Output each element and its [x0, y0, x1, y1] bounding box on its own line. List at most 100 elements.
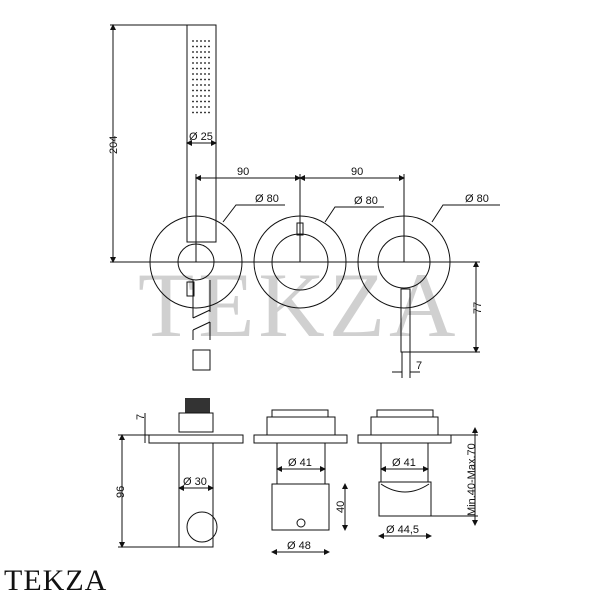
label-spacing-1: 90	[237, 166, 249, 178]
label-7-plate: 7	[135, 414, 147, 420]
nozzle-dot	[200, 51, 202, 53]
nozzle-dot	[204, 73, 206, 75]
nozzle-dot	[208, 84, 210, 86]
brand-logo: TEKZA	[4, 564, 108, 597]
nozzle-dot	[200, 62, 202, 64]
label-d44-5: Ø 44,5	[386, 524, 419, 536]
nozzle-dot	[200, 84, 202, 86]
dimension-handshower-diameter: Ø 25	[186, 131, 217, 146]
nozzle-dot	[196, 73, 198, 75]
label-d48: Ø 48	[287, 540, 311, 552]
nozzle-dot	[204, 78, 206, 81]
nozzle-dot	[196, 40, 198, 42]
nozzle-dot	[200, 73, 202, 75]
nozzle-dot	[204, 89, 206, 92]
nozzle-dot	[200, 111, 202, 114]
side-left-outlet: 7 96 Ø 30	[115, 398, 244, 548]
nozzle-dot	[204, 100, 206, 103]
nozzle-dot	[192, 100, 194, 103]
nozzle-dot	[204, 84, 206, 86]
nozzle-dot	[208, 89, 210, 92]
nozzle-dot	[200, 78, 202, 81]
label-d80-right: Ø 80	[465, 193, 489, 205]
nozzle-dot	[192, 78, 194, 81]
nozzle-dot	[192, 56, 194, 59]
nozzle-dot	[192, 67, 194, 70]
nozzle-dot	[196, 84, 198, 86]
label-d80-left: Ø 80	[255, 193, 279, 205]
nozzle-dot	[204, 40, 206, 42]
nozzle-dot	[200, 67, 202, 70]
nozzle-dot	[200, 106, 202, 108]
nozzle-dot	[192, 106, 194, 108]
nozzle-dot	[200, 95, 202, 97]
nozzle-dot	[192, 111, 194, 114]
nozzle-dot	[200, 100, 202, 103]
side-middle-diverter: Ø 41 40 Ø 48	[253, 409, 348, 555]
nozzle-dot	[204, 62, 206, 64]
nozzle-dot	[200, 89, 202, 92]
label-min-max-depth: Min.40-Max.70	[466, 443, 478, 516]
nozzle-dot	[192, 95, 194, 97]
nozzle-dot	[196, 45, 198, 48]
side-right-mixer: Ø 41 Ø 44,5 Min.40-Max.70	[357, 409, 478, 539]
nozzle-dot	[196, 89, 198, 92]
nozzle-dot	[192, 45, 194, 48]
label-204: 204	[108, 136, 120, 154]
nozzle-dot	[204, 56, 206, 59]
label-96: 96	[115, 486, 127, 498]
label-d41-right: Ø 41	[392, 457, 416, 469]
label-77: 77	[472, 302, 484, 314]
dimension-spacing: 90 90	[195, 166, 405, 262]
label-d30: Ø 30	[183, 476, 207, 488]
nozzle-dot	[208, 62, 210, 64]
nozzle-dot	[208, 73, 210, 75]
nozzle-dot	[208, 106, 210, 108]
nozzle-dot	[196, 78, 198, 81]
handshower	[186, 24, 217, 243]
nozzle-dot	[208, 45, 210, 48]
nozzle-dot	[204, 106, 206, 108]
nozzle-dot	[208, 51, 210, 53]
nozzle-dot	[192, 62, 194, 64]
nozzle-dot	[192, 51, 194, 53]
nozzle-dot	[200, 45, 202, 48]
nozzle-dot	[196, 67, 198, 70]
nozzle-dot	[204, 95, 206, 97]
leaders-plate-diameter: Ø 80 Ø 80 Ø 80	[222, 193, 500, 223]
nozzle-dot	[196, 111, 198, 114]
nozzle-dot	[208, 95, 210, 97]
nozzle-dot	[208, 40, 210, 42]
label-d25: Ø 25	[189, 131, 213, 143]
nozzle-dot	[196, 106, 198, 108]
dimension-lever: 77 7	[392, 261, 484, 373]
nozzle-dot	[196, 62, 198, 64]
nozzle-dot	[204, 51, 206, 53]
watermark: TEKZA	[138, 254, 459, 356]
nozzle-dot	[192, 89, 194, 92]
nozzle-dot	[196, 95, 198, 97]
nozzle-dot	[208, 56, 210, 59]
label-7-lever: 7	[416, 360, 422, 372]
nozzle-dot	[200, 56, 202, 59]
nozzle-dot	[204, 45, 206, 48]
dimension-height-204: 204	[108, 24, 187, 263]
label-d41-middle: Ø 41	[288, 457, 312, 469]
nozzle-dot	[208, 111, 210, 114]
nozzle-dot	[204, 111, 206, 114]
nozzle-dot	[208, 100, 210, 103]
nozzle-dot	[196, 56, 198, 59]
label-40: 40	[335, 501, 347, 513]
nozzle-dot	[204, 67, 206, 70]
spray-nozzles	[192, 40, 210, 114]
nozzle-dot	[192, 84, 194, 86]
nozzle-dot	[196, 51, 198, 53]
label-spacing-2: 90	[351, 166, 363, 178]
nozzle-dot	[196, 100, 198, 103]
nozzle-dot	[200, 40, 202, 42]
nozzle-dot	[192, 73, 194, 75]
nozzle-dot	[208, 67, 210, 70]
nozzle-dot	[192, 40, 194, 42]
